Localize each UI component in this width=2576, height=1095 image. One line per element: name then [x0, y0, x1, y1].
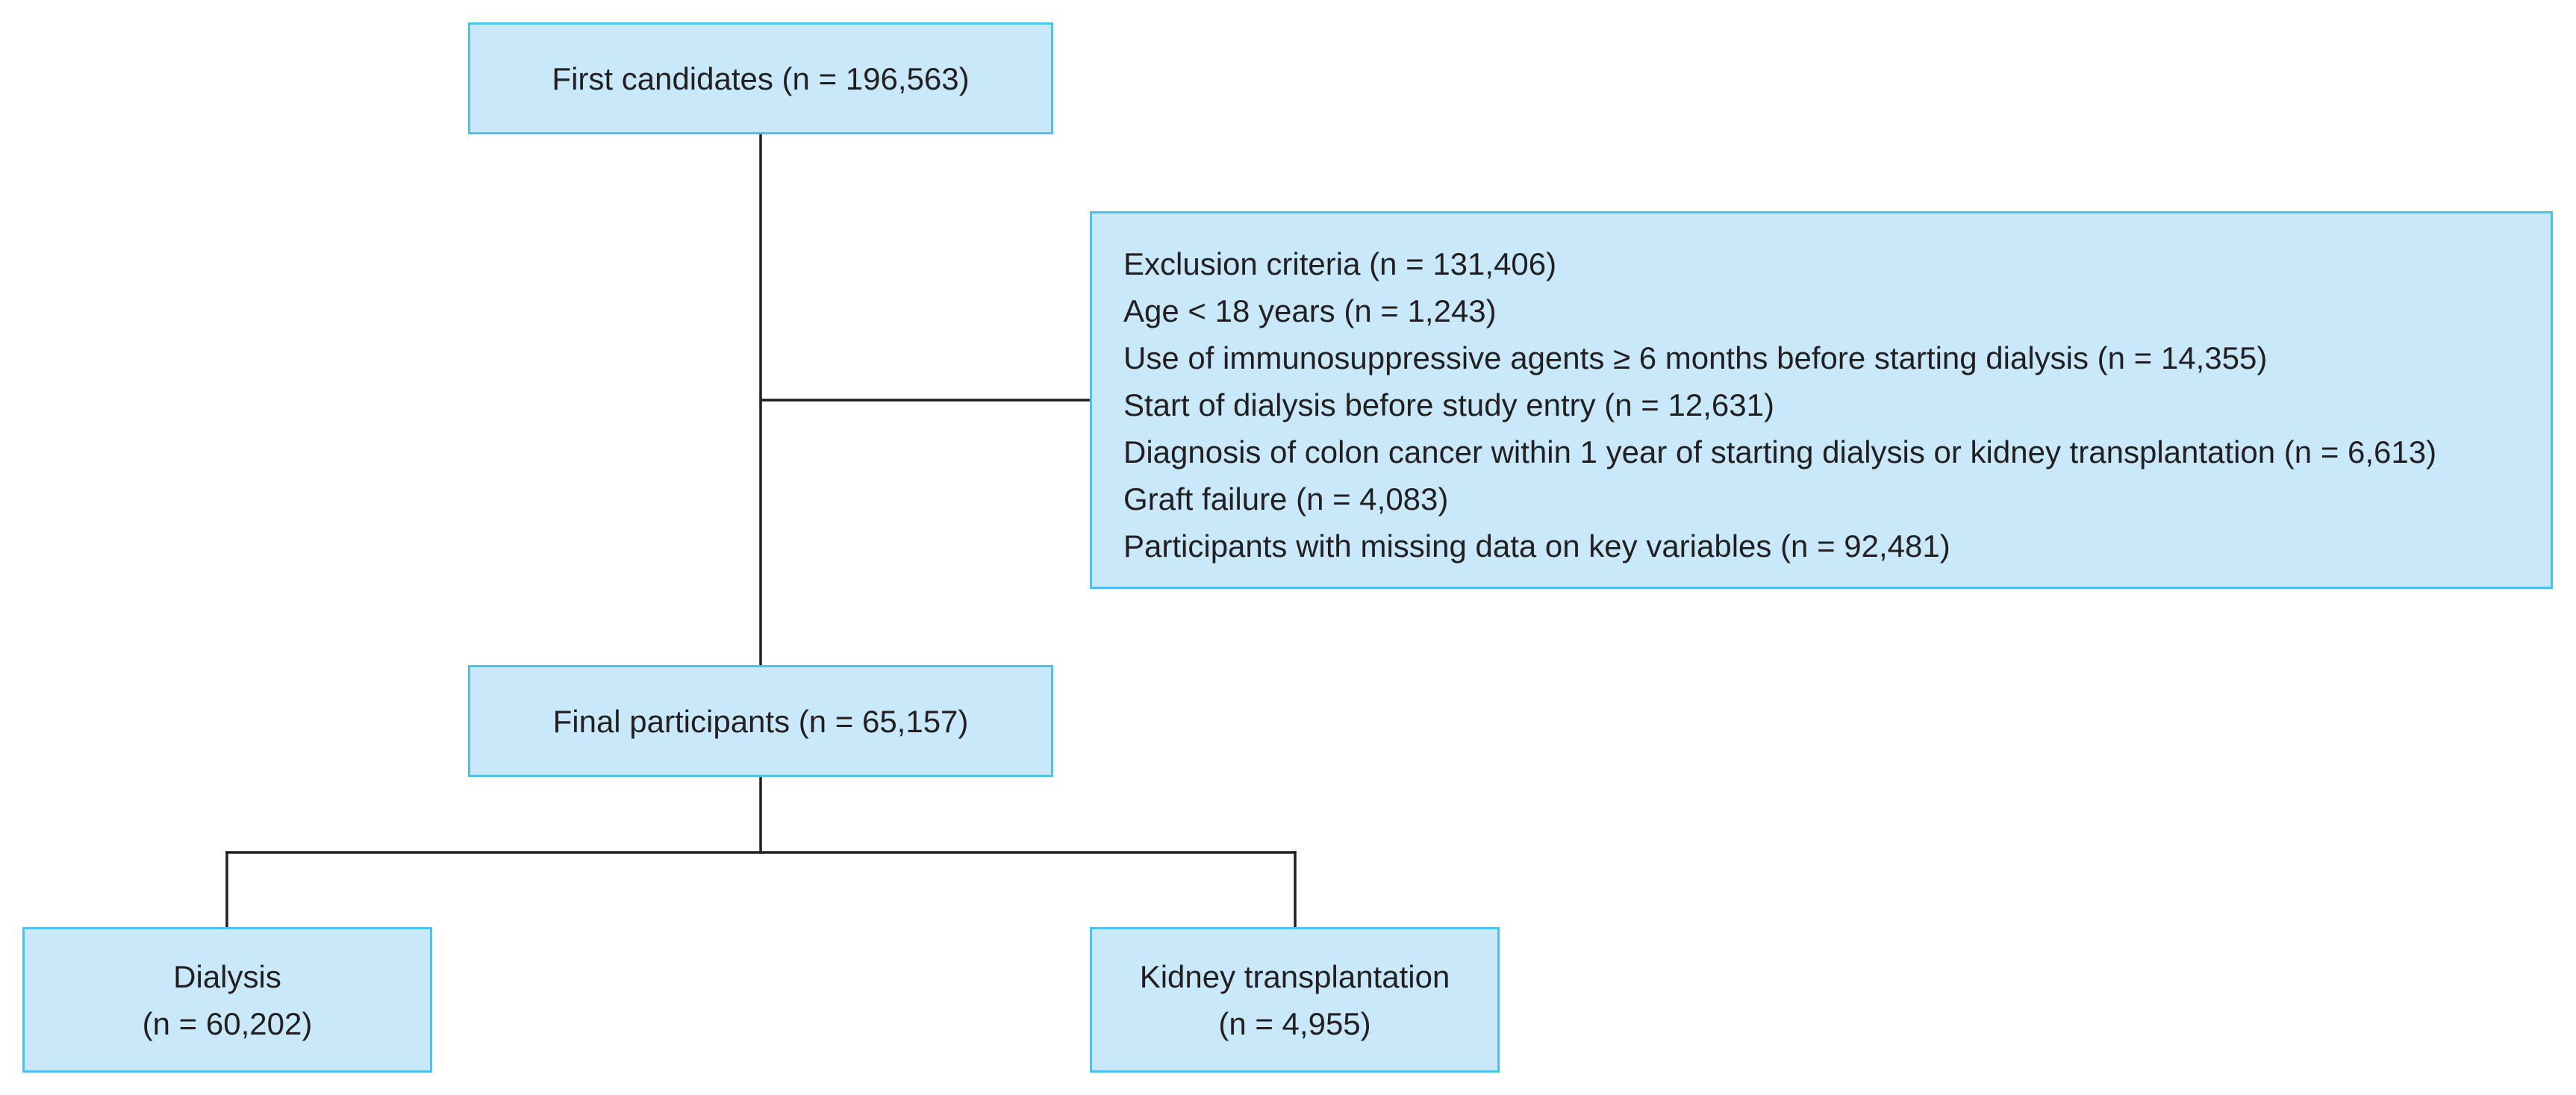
dialysis-box: Dialysis (n = 60,202) — [22, 927, 432, 1073]
dialysis-count: (n = 60,202) — [142, 1005, 313, 1041]
exclusion-item-dialysis-start: Start of dialysis before study entry (n … — [1123, 387, 1774, 422]
exclusion-title: Exclusion criteria (n = 131,406) — [1123, 246, 1557, 281]
exclusion-criteria-box: Exclusion criteria (n = 131,406) Age < 1… — [1090, 211, 2553, 589]
final-participants-box: Final participants (n = 65,157) — [468, 665, 1053, 777]
exclusion-item-missing-data: Participants with missing data on key va… — [1123, 528, 1950, 564]
exclusion-item-colon-cancer: Diagnosis of colon cancer within 1 year … — [1123, 434, 2437, 469]
kidney-transplantation-count: (n = 4,955) — [1218, 1005, 1371, 1041]
dialysis-label: Dialysis — [173, 958, 281, 994]
kidney-transplantation-label: Kidney transplantation — [1139, 958, 1450, 994]
exclusion-item-graft-failure: Graft failure (n = 4,083) — [1123, 481, 1449, 517]
final-participants-label: Final participants (n = 65,157) — [552, 703, 969, 739]
exclusion-item-immunosuppressive: Use of immunosuppressive agents ≥ 6 mont… — [1123, 340, 2268, 375]
kidney-transplantation-box: Kidney transplantation (n = 4,955) — [1090, 927, 1500, 1073]
first-candidates-box: First candidates (n = 196,563) — [468, 22, 1053, 134]
first-candidates-label: First candidates (n = 196,563) — [552, 60, 970, 96]
exclusion-item-age: Age < 18 years (n = 1,243) — [1123, 293, 1497, 328]
